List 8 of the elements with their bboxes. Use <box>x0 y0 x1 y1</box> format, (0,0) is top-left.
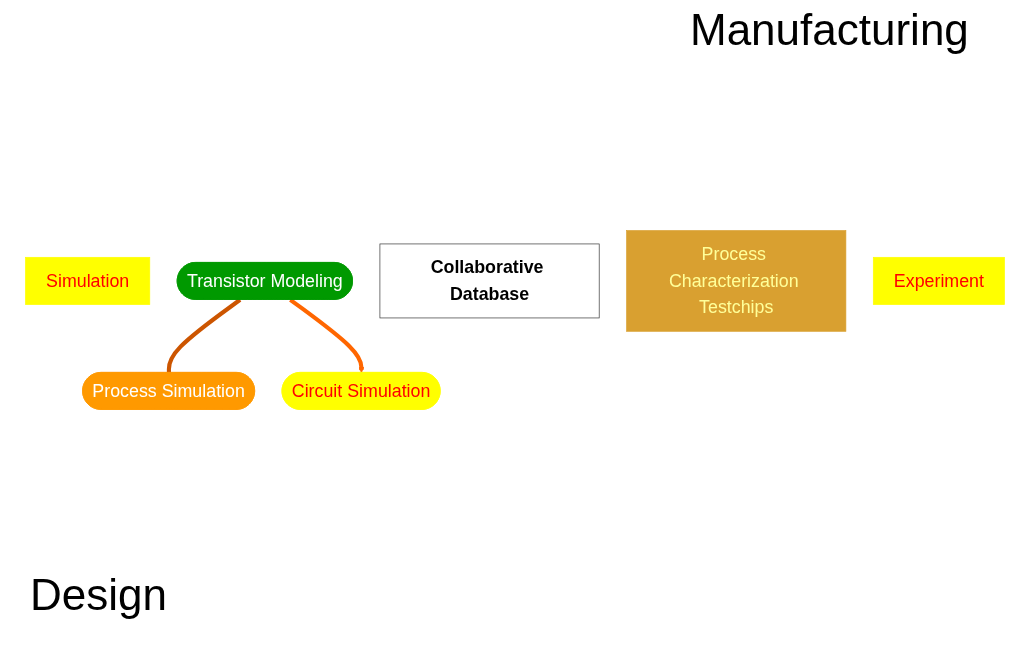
region-label: Design <box>30 570 167 620</box>
node-box: Experiment <box>872 256 1005 305</box>
node-box: Collaborative Database <box>379 243 600 319</box>
region-label: Manufacturing <box>690 5 969 55</box>
node-box: Simulation <box>25 256 151 305</box>
arrow <box>289 298 365 374</box>
node-box: Process Characterization Testchips <box>626 230 847 332</box>
connector <box>166 298 242 373</box>
